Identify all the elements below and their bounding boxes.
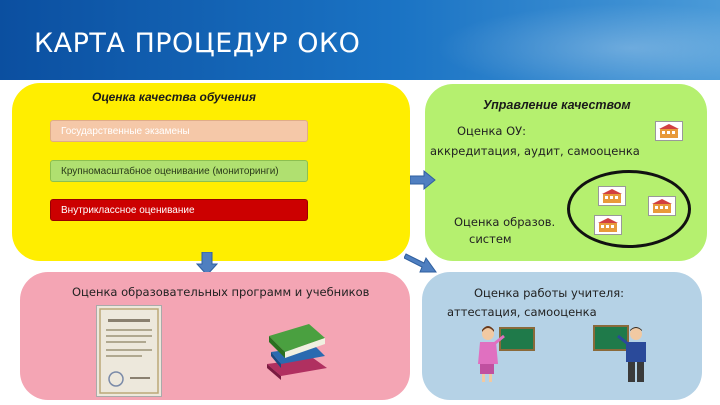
quality-management-heading: Управление качеством (483, 98, 631, 112)
education-systems-title: Оценка образов. (454, 215, 556, 229)
school-assessment-title: Оценка ОУ: (457, 124, 527, 138)
arrow-right-icon (410, 170, 436, 190)
school-building-icon (598, 186, 626, 206)
certificate-icon (96, 305, 162, 397)
school-building-icon (594, 215, 622, 235)
school-assessment-methods: аккредитация, аудит, самооценка (430, 144, 640, 158)
arrow-down-icon (196, 252, 218, 276)
large-scale-assessment-bar: Крупномасштабное оценивание (мониторинги… (50, 160, 308, 182)
systems-ellipse (567, 170, 691, 248)
classroom-assessment-bar: Внутриклассное оценивание (50, 199, 308, 221)
quality-of-learning-heading: Оценка качества обучения (92, 90, 256, 104)
school-building-icon (648, 196, 676, 216)
state-exams-bar: Государственные экзамены (50, 120, 308, 142)
female-teacher-icon (478, 326, 535, 382)
programs-assessment-title: Оценка образовательных программ и учебни… (72, 285, 370, 299)
teacher-assessment-methods: аттестация, самооценка (447, 305, 597, 319)
teacher-assessment-panel (422, 272, 702, 400)
header-bar: КАРТА ПРОЦЕДУР ОКО (0, 0, 720, 80)
page-title: КАРТА ПРОЦЕДУР ОКО (34, 28, 361, 59)
education-systems-title-cont: систем (469, 232, 512, 246)
books-icon (267, 324, 327, 380)
male-teacher-icon (593, 325, 646, 382)
school-building-icon (655, 121, 683, 141)
arrow-diagonal-icon (404, 253, 437, 273)
header-glow (420, 0, 720, 80)
programs-assessment-panel (20, 272, 410, 400)
teacher-assessment-title: Оценка работы учителя: (474, 286, 625, 300)
